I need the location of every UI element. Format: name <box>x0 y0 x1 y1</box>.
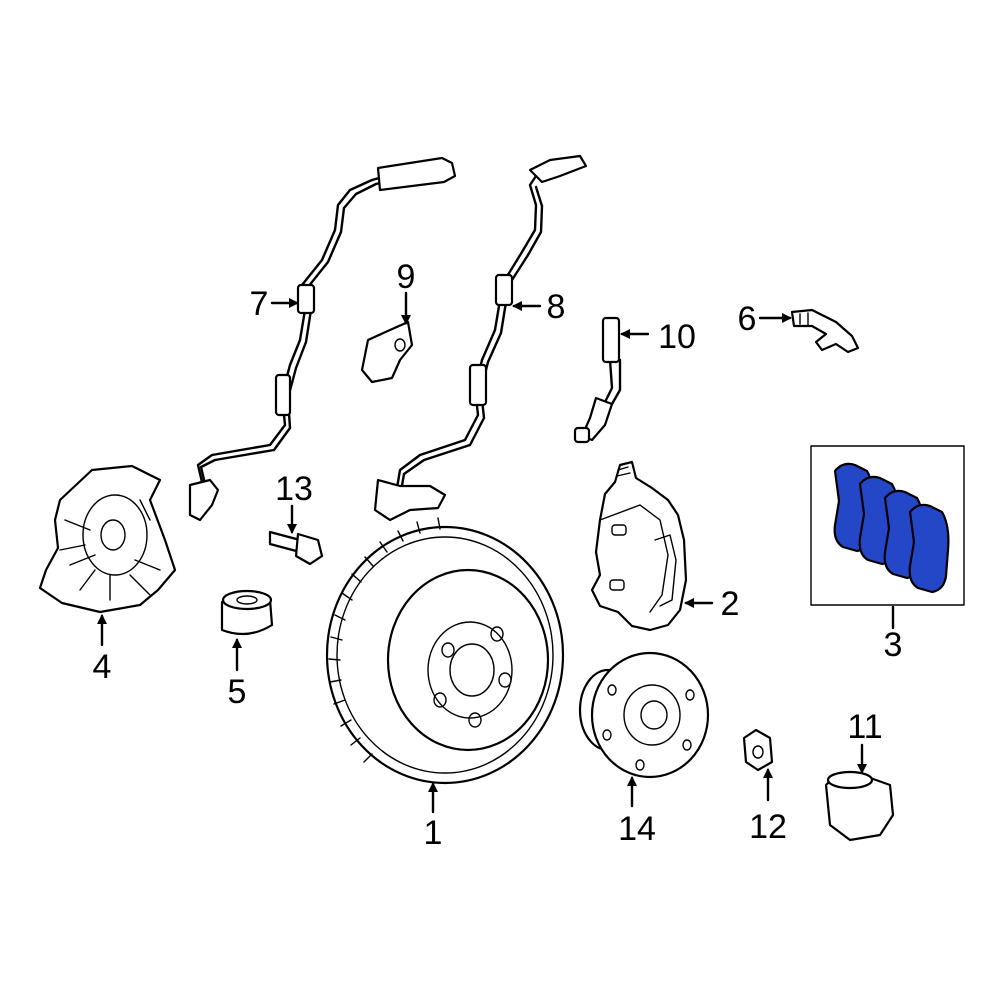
callout-5[interactable]: 5 <box>228 673 247 711</box>
callout-7[interactable]: 7 <box>250 285 269 323</box>
callout-1[interactable]: 1 <box>424 814 443 852</box>
brake-pad-4 <box>908 503 950 594</box>
dust-cap[interactable] <box>824 770 895 842</box>
callout-9[interactable]: 9 <box>397 258 416 296</box>
callout-13[interactable]: 13 <box>275 470 313 508</box>
callout-11[interactable]: 11 <box>847 708 882 746</box>
leader-arrows <box>97 291 895 814</box>
grommet[interactable] <box>220 589 274 636</box>
abs-sensor-harness-right[interactable] <box>373 154 588 522</box>
callout-2[interactable]: 2 <box>721 585 740 623</box>
brake-pads <box>833 462 950 594</box>
brake-pads-kit[interactable] <box>810 445 965 606</box>
pad-wear-sensor[interactable] <box>790 308 860 354</box>
brake-hose[interactable] <box>573 316 622 444</box>
sensor-clip[interactable] <box>360 320 414 384</box>
callout-4[interactable]: 4 <box>93 648 112 686</box>
dust-shield[interactable] <box>38 464 177 614</box>
nut[interactable] <box>742 728 774 772</box>
pads-box <box>810 445 965 606</box>
bolt[interactable] <box>268 530 324 566</box>
callout-14[interactable]: 14 <box>618 810 656 848</box>
callout-6[interactable]: 6 <box>738 300 757 338</box>
callout-10[interactable]: 10 <box>658 318 696 356</box>
callout-labels: 1 2 3 4 5 6 7 8 9 10 11 12 13 14 <box>93 258 903 852</box>
brake-caliper[interactable] <box>590 460 688 632</box>
callout-3[interactable]: 3 <box>884 626 903 664</box>
callout-8[interactable]: 8 <box>547 288 566 326</box>
abs-sensor-harness-left[interactable] <box>188 156 457 522</box>
callout-12[interactable]: 12 <box>749 808 787 846</box>
brake-rotor[interactable] <box>325 517 565 785</box>
wheel-hub[interactable] <box>578 651 710 779</box>
